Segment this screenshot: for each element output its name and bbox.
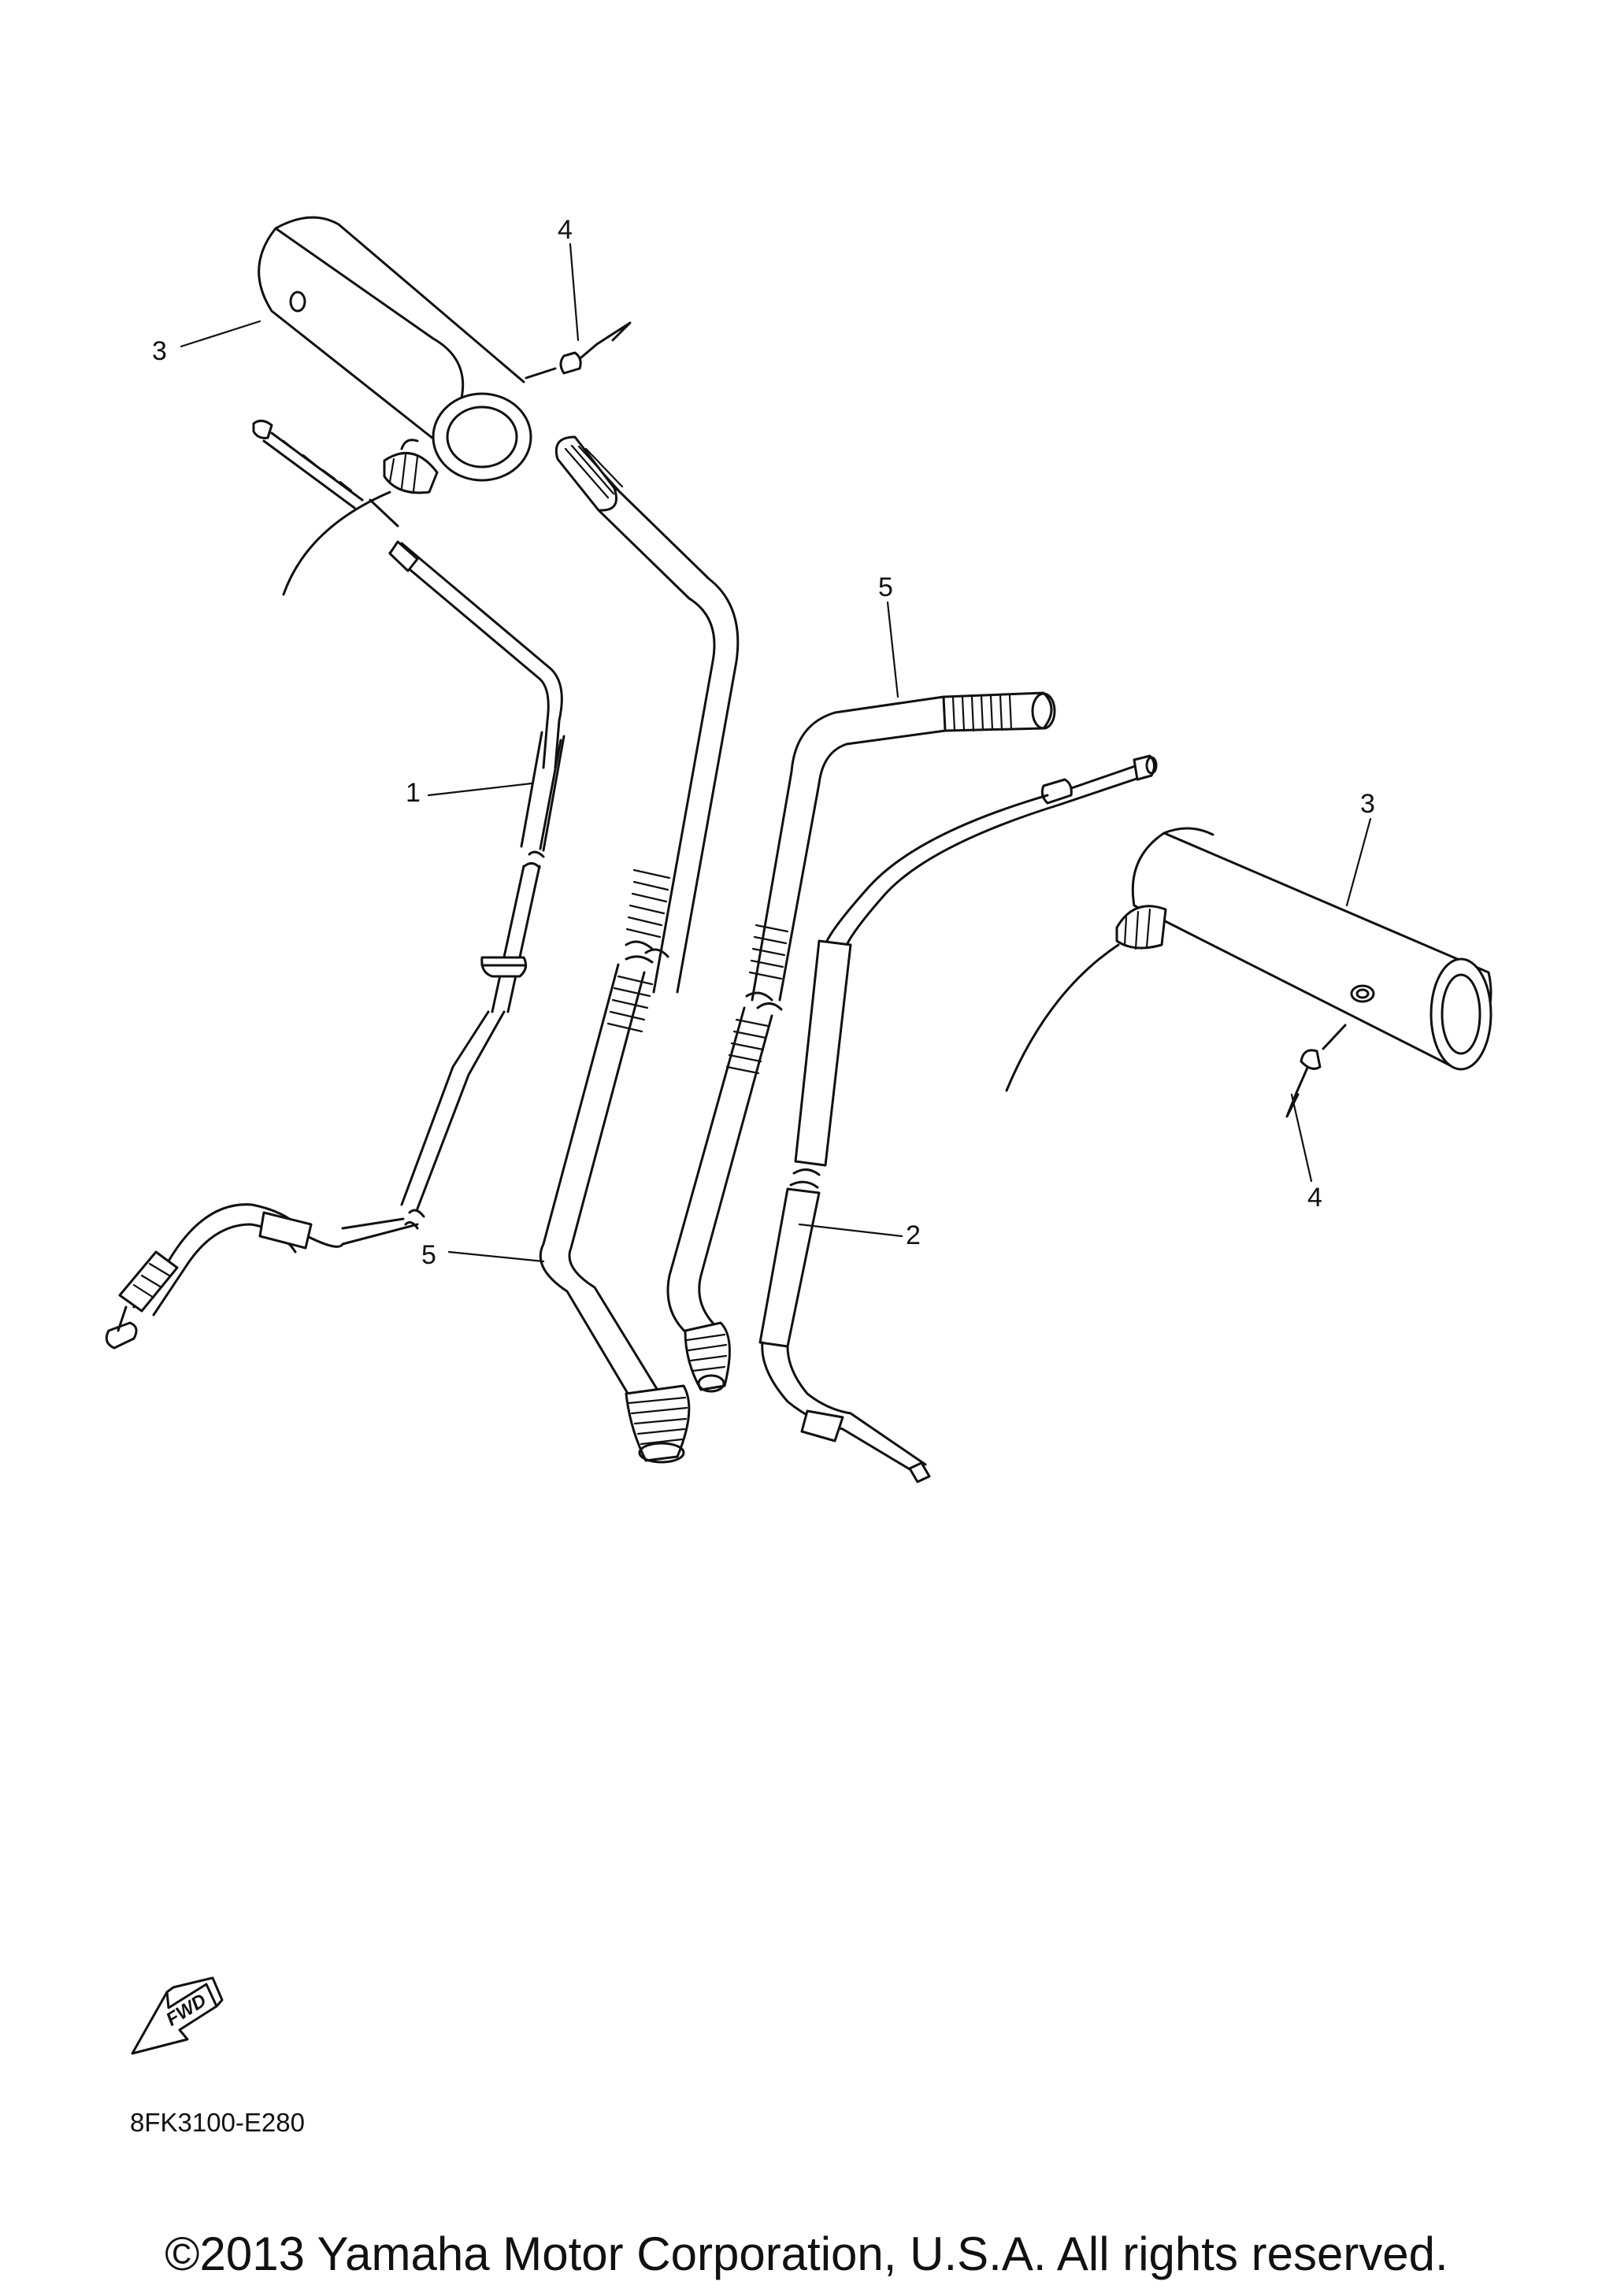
callout-5-right: 5 <box>878 572 893 602</box>
rivet-left <box>525 321 632 380</box>
callout-3-right: 3 <box>1360 789 1375 819</box>
callout-4-left: 4 <box>558 215 573 245</box>
cable-2 <box>758 754 1158 1483</box>
handlebar-right <box>666 691 1056 1393</box>
handlebar-left <box>539 435 740 1464</box>
left-grip <box>258 216 532 494</box>
fwd-arrow-icon: FWD <box>131 1976 224 2055</box>
callout-5-left: 5 <box>421 1240 436 1270</box>
copyright-notice: ©2013 Yamaha Motor Corporation, U.S.A. A… <box>165 2227 1448 2280</box>
rivet-right <box>1285 1024 1347 1118</box>
callout-1: 1 <box>406 778 421 808</box>
right-grip <box>1005 827 1492 1092</box>
leader-lines <box>180 243 1372 1263</box>
callout-4-right: 4 <box>1307 1183 1322 1213</box>
callout-3-left: 3 <box>152 336 167 366</box>
cable-1 <box>105 420 565 1350</box>
callout-2: 2 <box>906 1220 921 1250</box>
diagram-code: 8FK3100-E280 <box>130 2108 305 2137</box>
